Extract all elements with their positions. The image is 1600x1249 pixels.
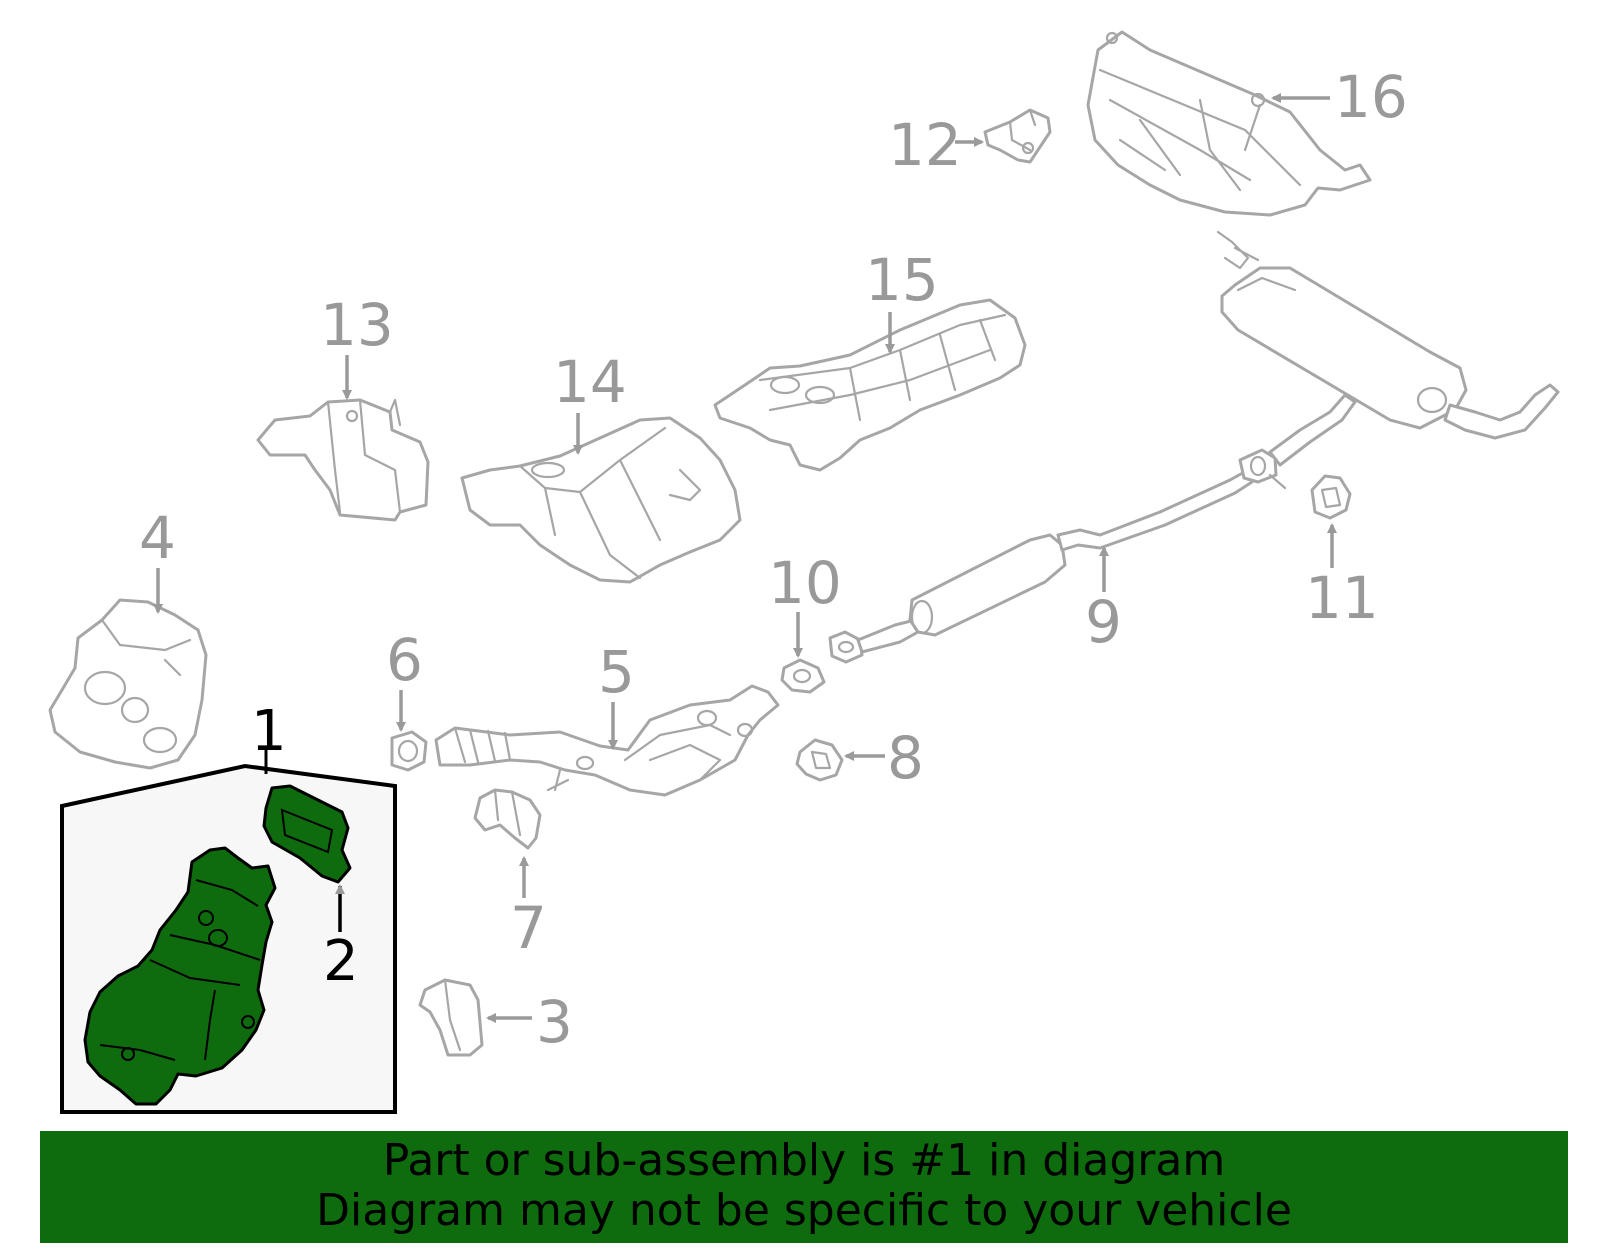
label-5: 5 <box>598 638 635 706</box>
label-2: 2 <box>323 929 359 994</box>
part-11-hanger[interactable] <box>1310 474 1352 520</box>
callout-14: 14 <box>553 348 627 455</box>
part-3-bracket[interactable] <box>418 978 484 1057</box>
label-14: 14 <box>553 348 627 416</box>
part-1-exhaust-manifold[interactable] <box>83 846 277 1106</box>
part-16-heat-shield[interactable] <box>1086 30 1372 217</box>
callout-10: 10 <box>768 549 842 658</box>
callout-11: 11 <box>1305 523 1379 632</box>
label-6: 6 <box>386 626 423 694</box>
label-1: 1 <box>251 699 287 764</box>
part-13-heat-shield[interactable] <box>256 398 430 522</box>
callout-4: 4 <box>139 504 176 614</box>
callout-12: 12 <box>888 111 984 179</box>
info-banner: Part or sub-assembly is #1 in diagram Di… <box>40 1131 1568 1243</box>
part-10-gasket[interactable] <box>780 658 826 694</box>
label-15: 15 <box>865 246 939 314</box>
part-4-heat-shield[interactable] <box>48 598 208 770</box>
callout-13: 13 <box>320 291 394 400</box>
banner-line-2: Diagram may not be specific to your vehi… <box>316 1185 1292 1236</box>
part-6-gasket[interactable] <box>390 730 428 772</box>
callout-2: 2 <box>323 884 359 994</box>
part-14-heat-shield[interactable] <box>460 416 742 584</box>
label-3: 3 <box>536 988 573 1056</box>
label-9: 9 <box>1085 588 1122 656</box>
label-16: 16 <box>1334 63 1408 131</box>
part-8-hanger[interactable] <box>795 738 844 782</box>
callout-7: 7 <box>510 856 547 962</box>
label-10: 10 <box>768 549 842 617</box>
label-12: 12 <box>888 111 962 179</box>
callout-16: 16 <box>1271 63 1408 131</box>
part-5-front-pipe[interactable] <box>434 684 780 797</box>
label-4: 4 <box>139 504 176 572</box>
part-9-exhaust-pipe[interactable] <box>828 230 1560 664</box>
part-2-gasket[interactable] <box>262 784 352 884</box>
callout-3: 3 <box>486 988 573 1056</box>
label-11: 11 <box>1305 564 1379 632</box>
callout-5: 5 <box>598 638 635 750</box>
part-15-heat-shield[interactable] <box>713 298 1027 472</box>
callout-1: 1 <box>251 699 287 764</box>
banner-line-1: Part or sub-assembly is #1 in diagram <box>382 1135 1226 1186</box>
label-13: 13 <box>320 291 394 359</box>
callout-9: 9 <box>1085 546 1122 656</box>
callout-15: 15 <box>865 246 939 354</box>
callout-8: 8 <box>844 724 924 792</box>
label-8: 8 <box>887 724 924 792</box>
part-7-bracket[interactable] <box>473 788 542 850</box>
label-7: 7 <box>510 894 547 962</box>
part-12-bracket[interactable] <box>983 108 1052 164</box>
callout-6: 6 <box>386 626 423 732</box>
